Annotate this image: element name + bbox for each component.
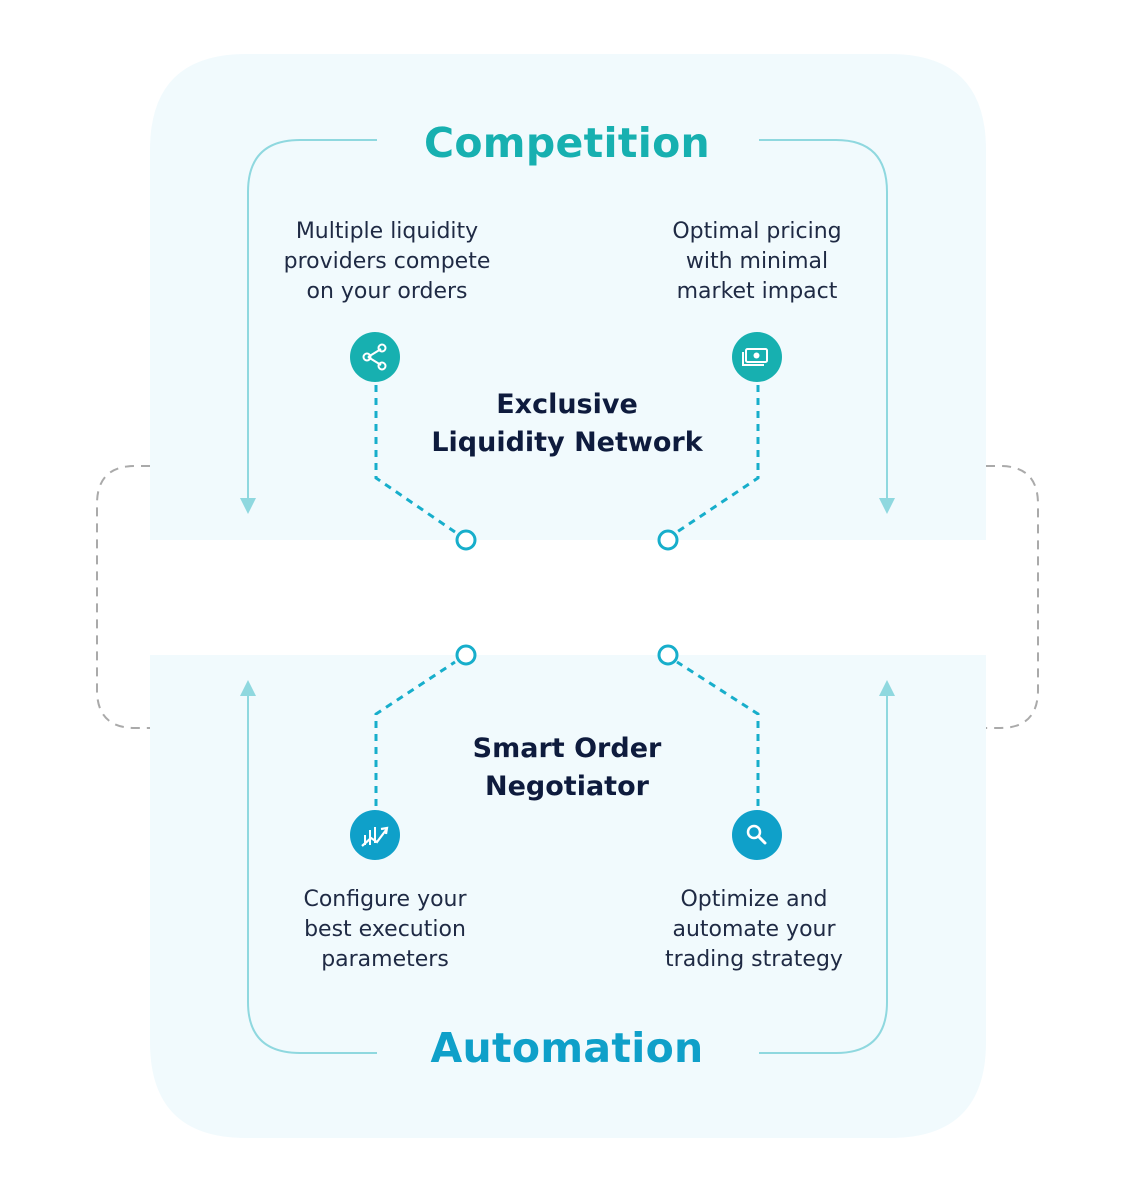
desc-line: Configure your <box>303 887 467 912</box>
connector-bottom-right <box>676 660 760 806</box>
automation-right-arrow <box>759 694 888 1054</box>
competition-right-arrowhead <box>879 498 895 514</box>
desc-line: trading strategy <box>665 947 843 972</box>
negotiator-line-1: Smart Order <box>472 733 662 764</box>
automation-left-arrowhead <box>240 680 256 696</box>
node-top-left <box>455 529 477 551</box>
desc-line: best execution <box>304 917 466 942</box>
desc-line: with minimal <box>685 249 829 274</box>
smart-order-negotiator-label: Smart Order Negotiator <box>367 730 767 806</box>
competition-item-optimal-pricing: Optimal pricing with minimal market impa… <box>617 217 897 307</box>
automation-title: Automation <box>430 1024 704 1072</box>
automation-item-optimize: Optimize and automate your trading strat… <box>614 885 894 975</box>
desc-line: on your orders <box>306 279 468 304</box>
negotiator-line-2: Negotiator <box>485 771 649 802</box>
chart-trend-icon <box>350 810 400 860</box>
share-icon <box>350 332 400 382</box>
desc-line: market impact <box>676 279 838 304</box>
automation-panel <box>150 655 986 1138</box>
network-line-1: Exclusive <box>496 389 638 420</box>
node-bottom-left <box>455 644 477 666</box>
competition-item-liquidity-providers: Multiple liquidity providers compete on … <box>247 217 527 307</box>
desc-line: automate your <box>672 917 836 942</box>
node-bottom-right <box>657 644 679 666</box>
competition-panel <box>150 54 986 540</box>
competition-left-arrowhead <box>240 498 256 514</box>
automation-right-arrowhead <box>879 680 895 696</box>
outer-dashed-loop <box>96 465 1039 729</box>
desc-line: Optimal pricing <box>672 219 842 244</box>
node-top-right <box>657 529 679 551</box>
connector-bottom-left <box>374 660 456 806</box>
connector-top-right <box>676 385 760 534</box>
desc-line: parameters <box>321 947 449 972</box>
money-icon <box>732 332 782 382</box>
automation-left-arrow <box>247 694 377 1054</box>
network-line-2: Liquidity Network <box>431 427 703 458</box>
competition-left-arrow <box>247 139 377 500</box>
search-icon <box>732 810 782 860</box>
competition-title: Competition <box>423 119 711 167</box>
exclusive-liquidity-network-label: Exclusive Liquidity Network <box>367 386 767 462</box>
competition-right-arrow <box>759 139 888 500</box>
desc-line: Optimize and <box>680 887 828 912</box>
desc-line: Multiple liquidity <box>295 219 479 244</box>
desc-line: providers compete <box>283 249 491 274</box>
connector-top-left <box>374 385 456 534</box>
automation-item-configure: Configure your best execution parameters <box>245 885 525 975</box>
